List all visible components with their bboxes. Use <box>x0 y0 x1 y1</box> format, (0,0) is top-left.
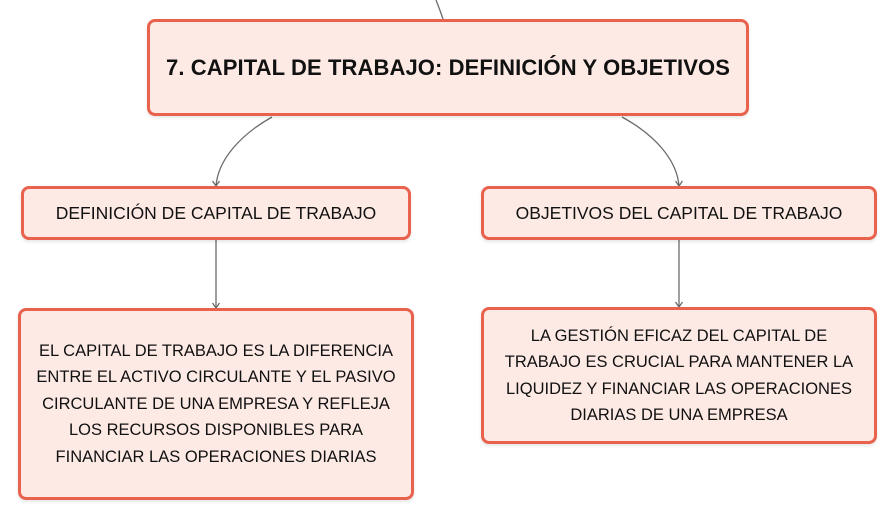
objectives-detail-text: LA GESTIÓN EFICAZ DEL CAPITAL DE TRABAJO… <box>504 326 854 425</box>
definition-topic-label: DEFINICIÓN DE CAPITAL DE TRABAJO <box>55 202 377 223</box>
objectives-topic-label: OBJETIVOS DEL CAPITAL DE TRABAJO <box>515 202 843 223</box>
definition-detail-node[interactable]: EL CAPITAL DE TRABAJO ES LA DIFERENCIA E… <box>18 308 414 500</box>
definition-detail-text: EL CAPITAL DE TRABAJO ES LA DIFERENCIA E… <box>36 341 396 466</box>
connector-root-to-objectives <box>621 116 680 187</box>
objectives-detail-node[interactable]: LA GESTIÓN EFICAZ DEL CAPITAL DE TRABAJO… <box>481 307 877 444</box>
definition-topic-node[interactable]: DEFINICIÓN DE CAPITAL DE TRABAJO <box>21 186 411 240</box>
connector-root-to-definition <box>215 116 273 187</box>
connector-incoming-root <box>435 0 444 20</box>
root-topic-title: 7. CAPITAL DE TRABAJO: DEFINICIÓN Y OBJE… <box>166 54 730 80</box>
objectives-topic-node[interactable]: OBJETIVOS DEL CAPITAL DE TRABAJO <box>481 186 877 240</box>
root-topic-node[interactable]: 7. CAPITAL DE TRABAJO: DEFINICIÓN Y OBJE… <box>147 19 749 116</box>
